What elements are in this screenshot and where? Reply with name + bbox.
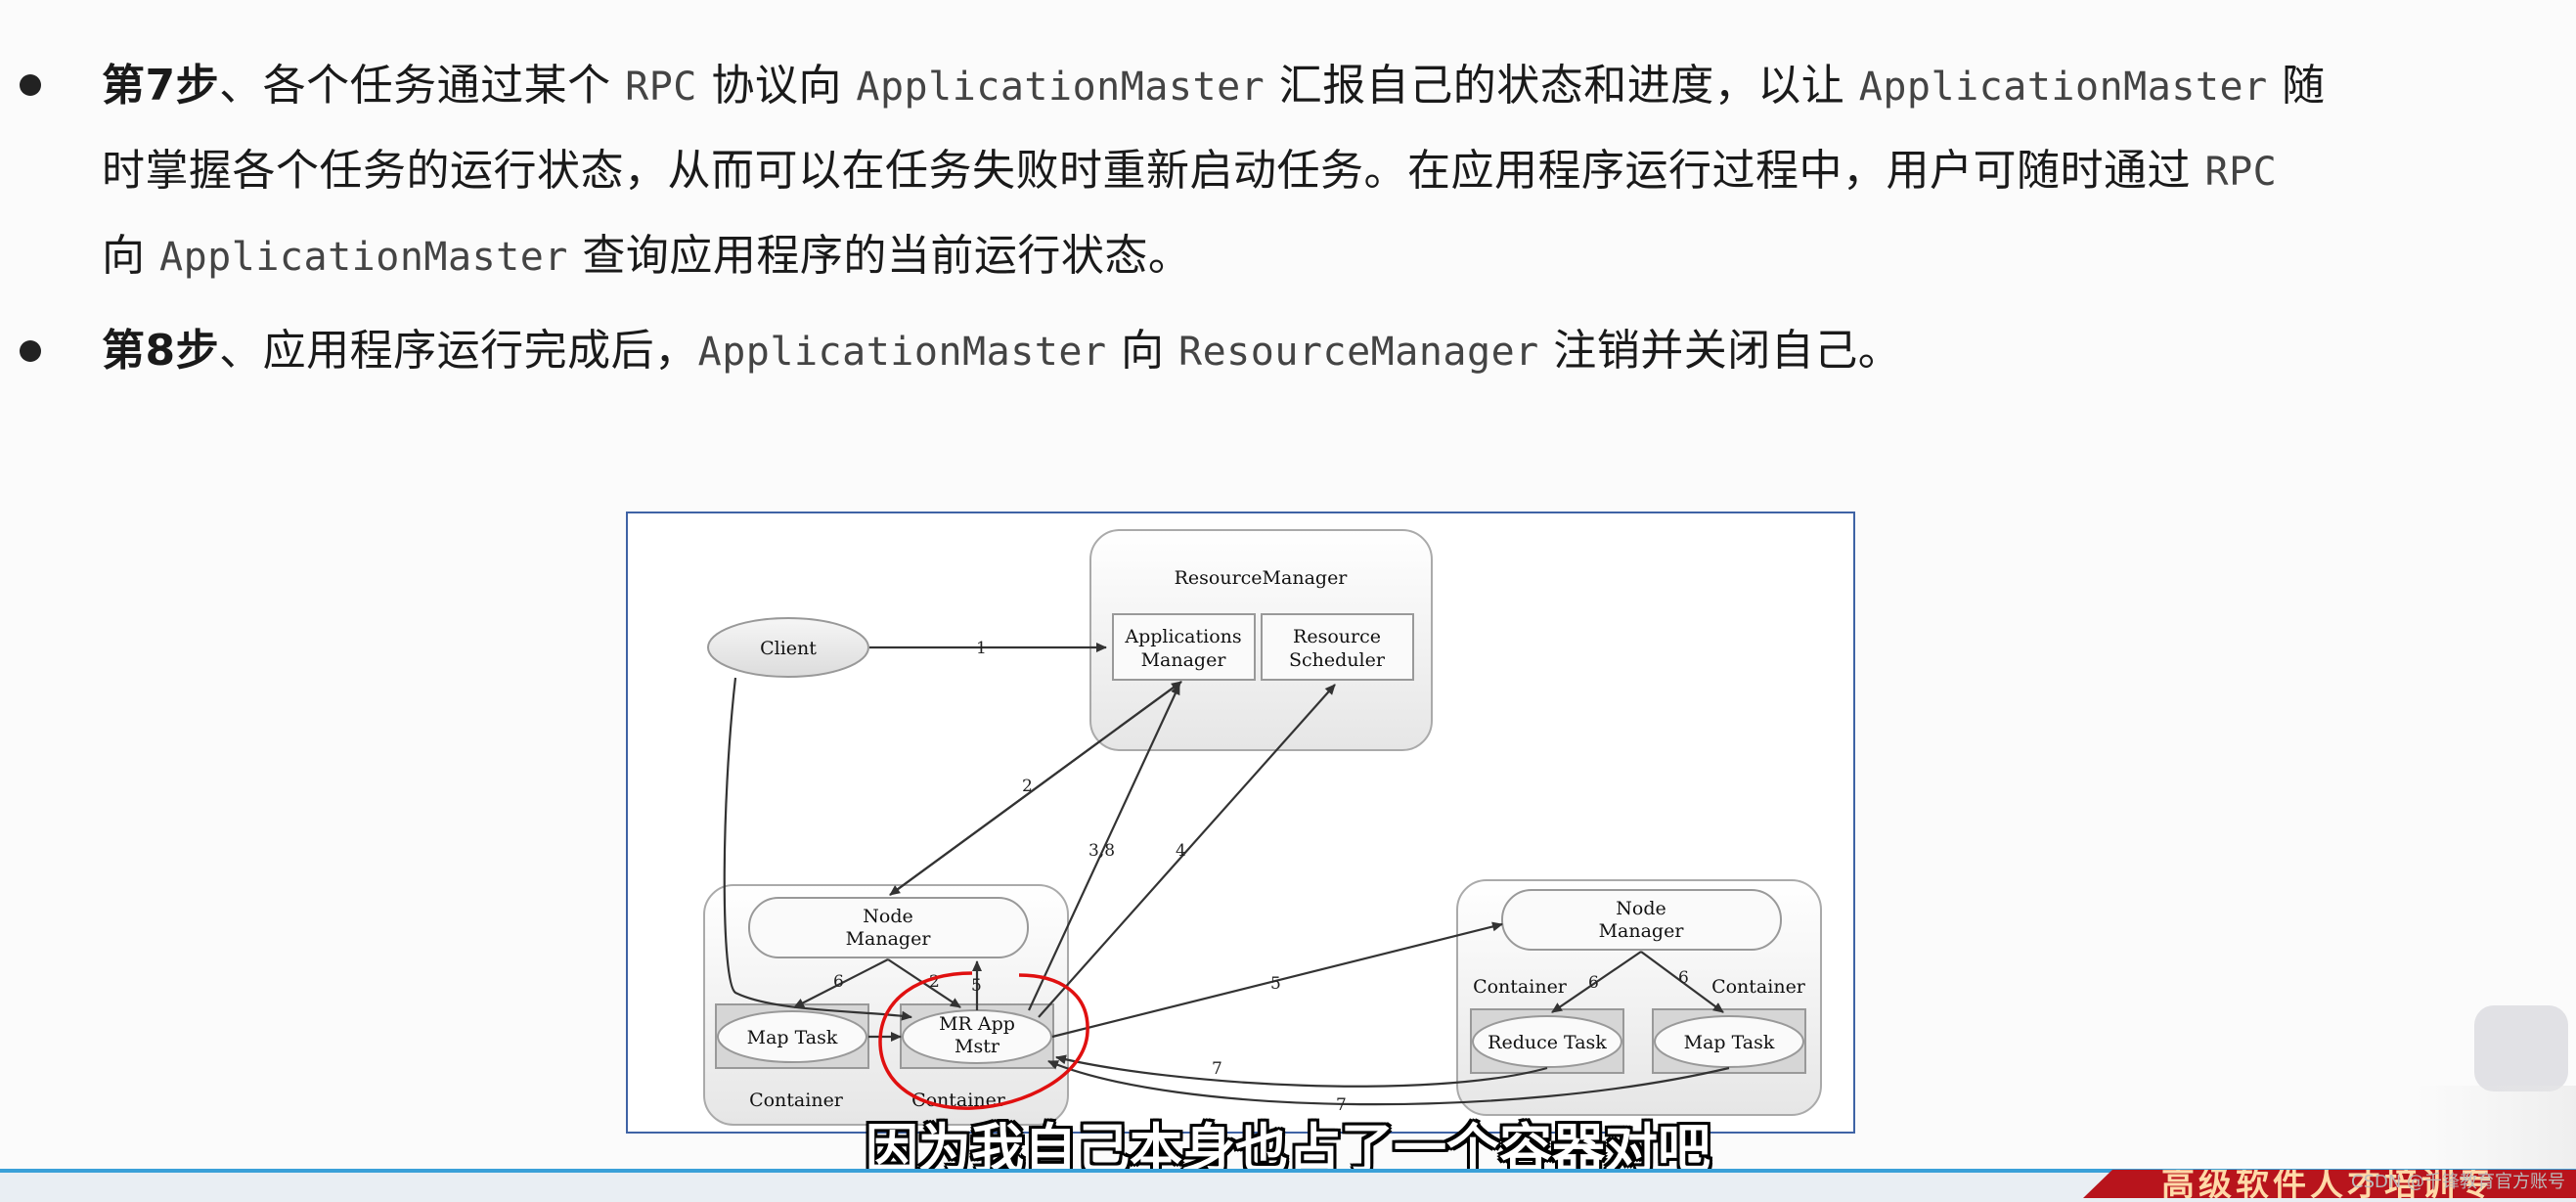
- step8-label: 第8步: [102, 326, 220, 376]
- arrow-6-reduce: [1551, 951, 1642, 1013]
- resource-scheduler-label-1: Resource: [1293, 626, 1381, 647]
- edge-label-4: 4: [1176, 841, 1186, 861]
- arrow-6-map: [1640, 951, 1724, 1013]
- left-node-manager-label-1: Node: [863, 906, 912, 927]
- applications-manager-box: [1112, 613, 1256, 681]
- step7-line-2: 时掌握各个任务的运行状态，从而可以在任务失败时重新启动任务。在应用程序运行过程中…: [102, 129, 2459, 214]
- application-master-term: ApplicationMaster: [697, 330, 1107, 375]
- left-node-manager-label-2: Manager: [846, 928, 932, 950]
- edge-labels: 1 2 3,8 4 6 2 5 5 6 6 7 7: [833, 639, 1689, 1115]
- right-map-task-node: [1654, 1015, 1804, 1068]
- bullet-step8: [20, 340, 41, 362]
- client-label: Client: [760, 638, 817, 659]
- step7-text: 时掌握各个任务的运行状态，从而可以在任务失败时重新启动任务。在应用程序运行过程中…: [102, 146, 2205, 196]
- reduce-task-label: Reduce Task: [1488, 1032, 1607, 1053]
- step8-text: 注销并关闭自己。: [1538, 326, 1902, 376]
- resource-scheduler-label-2: Scheduler: [1289, 649, 1386, 671]
- step8-paragraph: 第8步、应用程序运行完成后，ApplicationMaster 向 Resour…: [102, 309, 2459, 394]
- rpc-term: RPC: [625, 65, 697, 110]
- diagram-svg: ResourceManager Applications Manager Res…: [703, 529, 1822, 1126]
- play-button[interactable]: [2474, 1005, 2568, 1091]
- step8-line: 第8步、应用程序运行完成后，ApplicationMaster 向 Resour…: [102, 309, 2459, 394]
- step8-text: 、应用程序运行完成后，: [219, 326, 698, 376]
- bilibili-logo-watermark: [2416, 1086, 2576, 1169]
- arrow-7-reduce: [1055, 1054, 1548, 1088]
- edge-label-6-left: 6: [833, 972, 844, 992]
- arrow-6-left: [793, 958, 889, 1008]
- yarn-architecture-diagram: ResourceManager Applications Manager Res…: [626, 512, 1855, 1134]
- right-container-label-2: Container: [1711, 976, 1806, 998]
- edge-label-6-reduce: 6: [1588, 973, 1599, 993]
- application-master-term: ApplicationMaster: [159, 235, 568, 280]
- step7-text: 、各个任务通过某个: [219, 61, 626, 111]
- step7-label: 第7步: [102, 61, 220, 111]
- right-node-manager-label-2: Manager: [1599, 920, 1685, 942]
- arrow-5: [1051, 921, 1503, 1039]
- csdn-watermark: CSDN @千锋教育官方账号: [2351, 1172, 2566, 1192]
- left-node-manager: [748, 897, 1029, 958]
- map-task-node: [717, 1010, 867, 1063]
- step8-text: 向: [1106, 326, 1179, 376]
- mr-app-label-1: MR App: [939, 1013, 1015, 1035]
- map-task-label: Map Task: [747, 1027, 838, 1048]
- edge-label-5-left: 5: [971, 976, 982, 996]
- edge-label-2-left: 2: [929, 972, 940, 992]
- arrow-7-map: [1047, 1059, 1730, 1106]
- edge-label-6-map: 6: [1678, 968, 1689, 988]
- promo-banner: [2083, 1170, 2576, 1198]
- reduce-task-node: [1472, 1015, 1622, 1068]
- client-node: [707, 617, 869, 678]
- resource-manager-label: ResourceManager: [1175, 567, 1349, 589]
- right-container-label-1: Container: [1473, 976, 1568, 998]
- resource-scheduler-box: [1261, 613, 1414, 681]
- rpc-term: RPC: [2204, 150, 2278, 195]
- step7-line-3: 向 ApplicationMaster 查询应用程序的当前运行状态。: [102, 214, 2459, 299]
- arrow-4: [1038, 684, 1336, 1018]
- arrow-38: [1028, 684, 1180, 1011]
- left-container-label: Container: [749, 1090, 844, 1111]
- edge-label-38: 3,8: [1088, 841, 1115, 861]
- arrow-client-to-mr: [723, 677, 912, 1021]
- promo-banner-text: 高级软件人才培训专: [2161, 1170, 2496, 1198]
- resource-manager-term: ResourceManager: [1178, 330, 1539, 375]
- step7-text: 向: [102, 231, 159, 281]
- mr-app-label-2: Mstr: [955, 1036, 1000, 1057]
- step7-text: 汇报自己的状态和进度，以让: [1265, 61, 1859, 111]
- diagram-arrows: [723, 643, 1730, 1106]
- right-node-manager: [1501, 889, 1782, 951]
- applications-manager-label-2: Manager: [1141, 649, 1227, 671]
- application-master-term: ApplicationMaster: [856, 65, 1266, 110]
- step7-text: 随: [2267, 61, 2326, 111]
- edge-label-7-top: 7: [1212, 1059, 1222, 1079]
- step7-paragraph: 第7步、各个任务通过某个 RPC 协议向 ApplicationMaster 汇…: [102, 44, 2459, 299]
- step7-text: 查询应用程序的当前运行状态。: [567, 231, 1192, 281]
- bullet-step7: [20, 74, 41, 96]
- application-master-term: ApplicationMaster: [1858, 65, 2268, 110]
- edge-label-7-bottom: 7: [1336, 1095, 1347, 1115]
- edge-label-1: 1: [976, 639, 987, 658]
- edge-label-5: 5: [1270, 974, 1281, 994]
- red-highlight-circle: [878, 971, 1089, 1110]
- right-node-manager-label-1: Node: [1616, 898, 1666, 919]
- slide-content: 第7步、各个任务通过某个 RPC 协议向 ApplicationMaster 汇…: [20, 44, 2576, 1169]
- arrow-2-up: [889, 681, 1182, 896]
- applications-manager-label-1: Applications: [1124, 626, 1241, 647]
- edge-label-2: 2: [1022, 777, 1033, 796]
- step7-text: 协议向: [696, 61, 857, 111]
- right-map-task-label: Map Task: [1684, 1032, 1775, 1053]
- step7-line-1: 第7步、各个任务通过某个 RPC 协议向 ApplicationMaster 汇…: [102, 44, 2459, 129]
